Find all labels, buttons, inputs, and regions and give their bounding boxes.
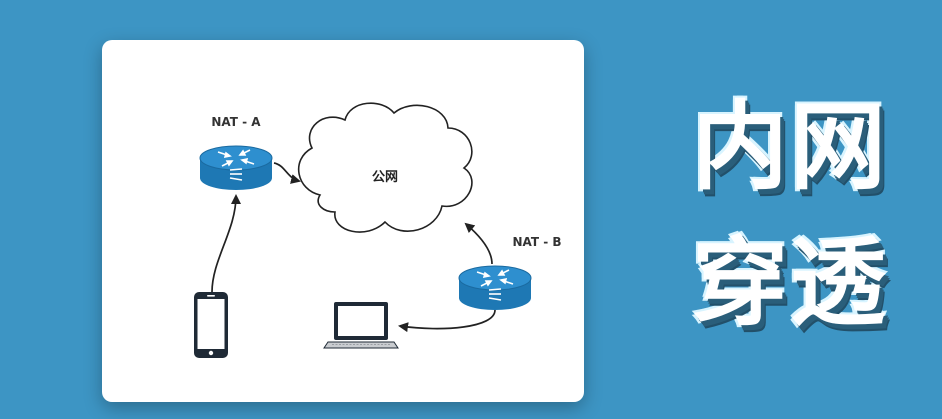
nat-a-label: NAT - A: [211, 115, 261, 129]
router-top: [458, 265, 532, 291]
cloud-shape: [297, 102, 473, 233]
router-arrows-icon: [217, 149, 255, 181]
router-nat-b: NAT - B: [458, 235, 562, 310]
cloud-public-network: 公网: [297, 102, 473, 233]
diagram-card: 公网 NAT - A: [102, 40, 584, 402]
router-nat-a: NAT - A: [199, 115, 273, 190]
nat-b-label: NAT - B: [512, 235, 561, 249]
router-arrows-icon: [476, 269, 514, 301]
router-top: [199, 145, 273, 171]
network-diagram: 公网 NAT - A: [194, 102, 562, 358]
edge-nat-b-to-laptop: [398, 309, 496, 333]
edge-phone-to-nat-a: [211, 194, 241, 293]
phone-icon: [194, 292, 228, 358]
headline-line-1: 内网: [692, 91, 888, 203]
laptop-icon: [323, 302, 399, 349]
headline-line-2: 穿透: [692, 227, 888, 339]
headline: 内网 穿透: [660, 70, 920, 360]
edge-nat-b-to-cloud: [464, 222, 493, 265]
edge-nat-a-to-cloud: [273, 162, 301, 184]
cloud-label: 公网: [372, 170, 398, 185]
